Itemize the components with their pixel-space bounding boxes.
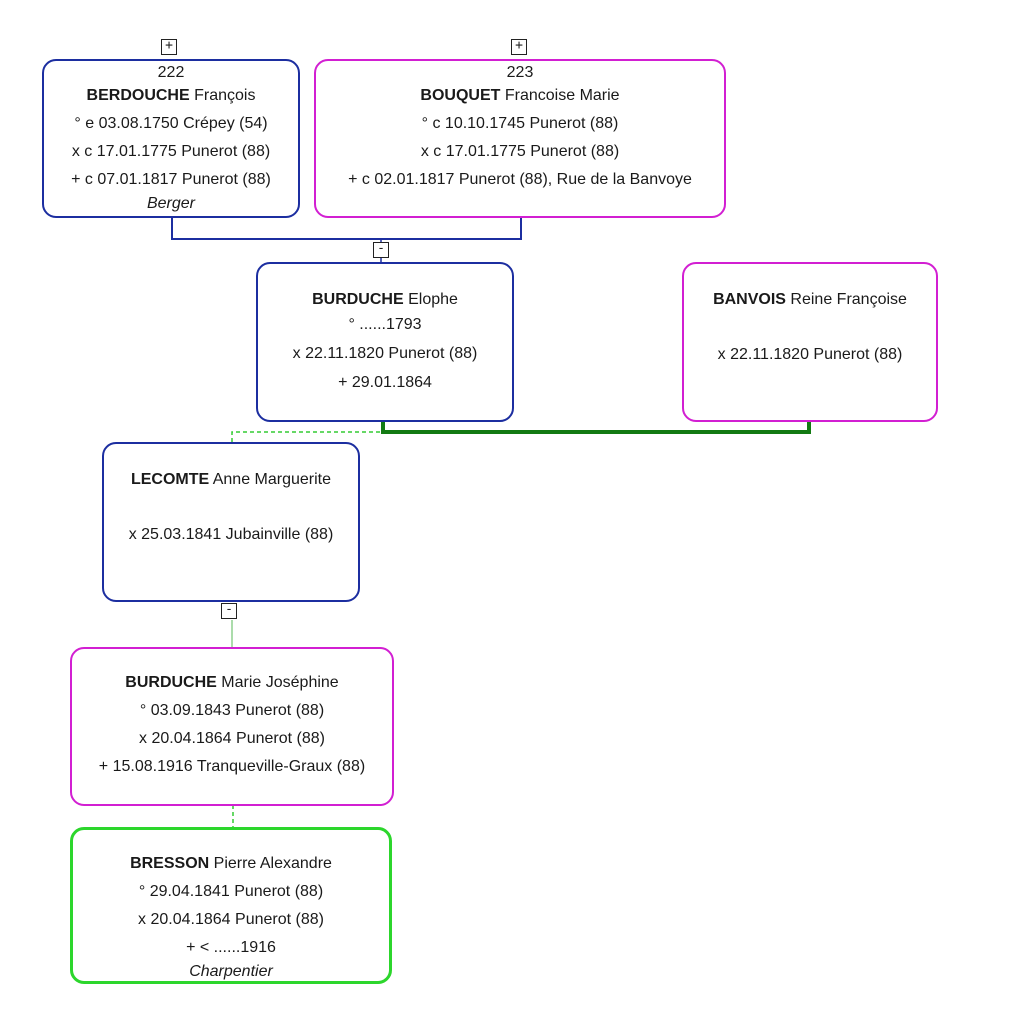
birth-line: ° e 03.08.1750 Crépey (54) — [74, 115, 268, 132]
marriage-line: x 22.11.1820 Punerot (88) — [292, 345, 478, 362]
surname: LECOMTE — [130, 471, 210, 488]
marriage-line: x c 17.01.1775 Punerot (88) — [71, 143, 271, 160]
surname: BRESSON — [130, 855, 210, 872]
sosa-number: 223 — [506, 64, 534, 81]
death-line: + c 07.01.1817 Punerot (88) — [71, 171, 271, 188]
birth-line: ° ......1793 — [348, 316, 422, 333]
expand-toggle-222[interactable]: + — [161, 39, 177, 55]
person-name: BOUQUET Francoise Marie — [316, 82, 724, 110]
person-card-bresson-pierre[interactable]: BRESSON Pierre Alexandre ° 29.04.1841 Pu… — [70, 827, 392, 984]
occupation: Berger — [146, 195, 196, 212]
person-name: BRESSON Pierre Alexandre — [73, 850, 389, 878]
occupation: Charpentier — [189, 963, 273, 980]
birth-line: ° c 10.10.1745 Punerot (88) — [421, 115, 619, 132]
birth-line: ° 29.04.1841 Punerot (88) — [138, 883, 324, 900]
person-name: BURDUCHE Elophe — [258, 286, 512, 314]
person-card-banvois-reine[interactable]: BANVOIS Reine Françoise x 22.11.1820 Pun… — [682, 262, 938, 422]
birth-line: ° 03.09.1843 Punerot (88) — [139, 702, 325, 719]
marriage-line: x 20.04.1864 Punerot (88) — [139, 730, 325, 747]
parents-link — [171, 217, 522, 240]
sosa-number: 222 — [157, 64, 185, 81]
person-card-lecomte-anne[interactable]: LECOMTE Anne Marguerite x 25.03.1841 Jub… — [102, 442, 360, 602]
person-card-burduche-marie[interactable]: BURDUCHE Marie Joséphine ° 03.09.1843 Pu… — [70, 647, 394, 806]
death-line: + 15.08.1916 Tranqueville-Graux (88) — [98, 758, 366, 775]
surname: BURDUCHE — [312, 291, 404, 308]
given-name: Elophe — [408, 291, 458, 308]
marriage-line: x c 17.01.1775 Punerot (88) — [420, 143, 620, 160]
given-name: Francoise Marie — [504, 87, 620, 104]
given-name: Pierre Alexandre — [213, 855, 332, 872]
collapse-toggle-elophe[interactable]: - — [373, 242, 389, 258]
surname: BERDOUCHE — [86, 87, 190, 104]
surname: BURDUCHE — [125, 674, 217, 691]
person-name: LECOMTE Anne Marguerite — [104, 466, 358, 494]
death-line: + < ......1916 — [186, 939, 276, 956]
person-name: BANVOIS Reine Françoise — [684, 286, 936, 314]
surname: BOUQUET — [420, 87, 501, 104]
death-line: + 29.01.1864 — [338, 374, 432, 391]
person-card-bouquet-francoise[interactable]: 223 BOUQUET Francoise Marie ° c 10.10.17… — [314, 59, 726, 218]
death-line: + c 02.01.1817 Punerot (88), Rue de la B… — [348, 171, 692, 188]
given-name: Marie Joséphine — [221, 674, 339, 691]
collapse-toggle-lecomte[interactable]: - — [221, 603, 237, 619]
person-name: BURDUCHE Marie Joséphine — [72, 669, 392, 697]
person-card-berdouche-francois[interactable]: 222 BERDOUCHE François ° e 03.08.1750 Cr… — [42, 59, 300, 218]
marriage-link-banvois — [381, 421, 811, 434]
expand-toggle-223[interactable]: + — [511, 39, 527, 55]
person-card-burduche-elophe[interactable]: BURDUCHE Elophe ° ......1793 x 22.11.182… — [256, 262, 514, 422]
marriage-line: x 22.11.1820 Punerot (88) — [717, 346, 903, 363]
given-name: Reine Françoise — [790, 291, 907, 308]
marriage-line: x 20.04.1864 Punerot (88) — [138, 911, 324, 928]
marriage-link-lecomte — [231, 431, 383, 442]
person-name: BERDOUCHE François — [44, 82, 298, 110]
surname: BANVOIS — [713, 291, 786, 308]
given-name: François — [194, 87, 256, 104]
marriage-line: x 25.03.1841 Jubainville (88) — [128, 526, 334, 543]
given-name: Anne Marguerite — [212, 471, 332, 488]
